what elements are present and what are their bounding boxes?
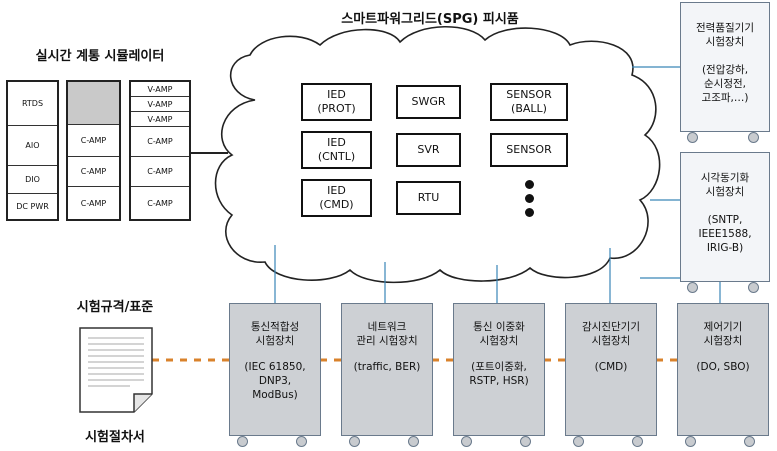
wheel-icon [744, 436, 755, 447]
device-swgr: SWGR [396, 85, 461, 119]
ellipsis-dot [525, 194, 534, 203]
ellipsis-dot [525, 208, 534, 217]
simulator-title: 실시간 계통 시뮬레이터 [35, 48, 165, 64]
wheel-icon [632, 436, 643, 447]
rack-cell-aio: AIO [8, 126, 57, 166]
wheel-icon [687, 132, 698, 143]
rack-cell-v-amp: V-AMP [131, 112, 189, 127]
equipment-time-sync: 시각동기화 시험장치 (SNTP, IEEE1588, IRIG-B) [680, 152, 770, 282]
equipment-control-device: 제어기기 시험장치 (DO, SBO) [677, 303, 769, 436]
device-ied-cntl: IED(CNTL) [301, 131, 372, 169]
rack-cell-rtds: RTDS [8, 82, 57, 126]
wheel-icon [685, 436, 696, 447]
device-svr: SVR [396, 133, 461, 167]
wheel-icon [573, 436, 584, 447]
wheel-icon [237, 436, 248, 447]
wheel-icon [748, 282, 759, 293]
document-icon [79, 327, 153, 413]
equipment-monitoring-diagnostic: 감시진단기기 시험장치 (CMD) [565, 303, 657, 436]
procedure-doc-label: 시험절차서 [85, 429, 145, 445]
device-sensor: SENSOR [490, 133, 568, 167]
wheel-icon [296, 436, 307, 447]
wheel-icon [408, 436, 419, 447]
rack-cell-c-amp: C-AMP [80, 198, 107, 208]
rack-cell-c-amp: C-AMP [147, 198, 173, 208]
wheel-icon [520, 436, 531, 447]
device-rtu: RTU [396, 181, 461, 215]
equipment-network-mgmt: 네트워크 관리 시험장치 (traffic, BER) [341, 303, 433, 436]
simulator-rack-3: V-AMP V-AMP V-AMP C-AMP C-AMP C-AMP [129, 80, 191, 221]
device-ied-cmd: IED(CMD) [301, 179, 372, 217]
device-ied-prot: IED(PROT) [301, 83, 372, 121]
rack-cell-v-amp: V-AMP [131, 82, 189, 97]
rack-cell-c-amp: C-AMP [68, 125, 119, 157]
simulator-rack-2: C-AMP C-AMP C-AMP [66, 80, 121, 221]
rack-cell-blank [68, 82, 119, 125]
rack-cell-c-amp: C-AMP [68, 157, 119, 187]
standards-title: 시험규격/표준 [76, 299, 154, 315]
wheel-icon [349, 436, 360, 447]
wheel-icon [748, 132, 759, 143]
cloud-title: 스마트파워그리드(SPG) 피시품 [341, 11, 519, 27]
ellipsis-dot [525, 180, 534, 189]
equipment-comm-redundancy: 통신 이중화 시험장치 (포트이중화, RSTP, HSR) [453, 303, 545, 436]
rack-cell-v-amp: V-AMP [131, 97, 189, 112]
wheel-icon [687, 282, 698, 293]
equipment-comm-conformance: 통신적합성 시험장치 (IEC 61850, DNP3, ModBus) [229, 303, 321, 436]
simulator-rack-1: RTDS AIO DIO DC PWR [6, 80, 59, 221]
rack-cell-c-amp: C-AMP [131, 157, 189, 187]
rack-cell-dio: DIO [8, 166, 57, 194]
rack-cell-dc-pwr: DC PWR [16, 202, 49, 211]
device-sensor-ball: SENSOR(BALL) [490, 83, 568, 121]
equipment-power-quality: 전력품질기기 시험장치 (전압강하, 순시정전, 고조파,…) [680, 2, 770, 132]
wheel-icon [461, 436, 472, 447]
rack-cell-c-amp: C-AMP [131, 127, 189, 157]
